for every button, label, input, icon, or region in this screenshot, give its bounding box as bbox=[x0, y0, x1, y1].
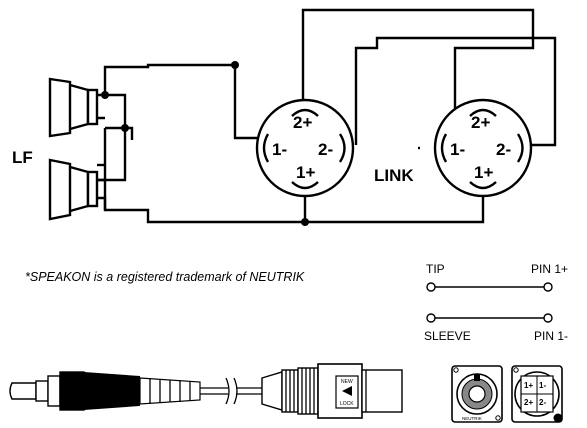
lock-arrow-icon bbox=[342, 386, 352, 396]
pin-label: 1- bbox=[272, 140, 287, 159]
lf-label: LF bbox=[12, 148, 33, 167]
tip-sleeve-legend: TIP PIN 1+ SLEEVE PIN 1- bbox=[424, 262, 568, 343]
lf-speakers: LF bbox=[12, 77, 107, 221]
junction-dot bbox=[301, 218, 309, 226]
pin-label: 1+ bbox=[296, 163, 315, 182]
speakon-plug-icon: NEW LOCK bbox=[261, 363, 403, 419]
pin-label: 2- bbox=[496, 140, 511, 159]
panel-pin-label: 2- bbox=[539, 398, 546, 407]
plug-text: NEW bbox=[341, 379, 353, 385]
speaker-cone-icon bbox=[48, 158, 72, 221]
wire-conn1-right-to-conn2-top bbox=[354, 36, 557, 147]
pin-label: 2+ bbox=[471, 113, 490, 132]
phone-plug-icon bbox=[9, 371, 201, 411]
junction-dot bbox=[231, 61, 239, 69]
wire-conn1-top-to-conn2-left bbox=[301, 8, 535, 130]
speakon-panel-jack-icon: NEUTRIK bbox=[451, 365, 503, 423]
junction-dot bbox=[121, 124, 129, 132]
legend-tip-label: TIP bbox=[426, 262, 445, 276]
wire-speaker-link-a bbox=[97, 93, 127, 182]
speaker-cone-icon bbox=[48, 77, 72, 138]
panel-pin-label: 2+ bbox=[524, 398, 533, 407]
trademark-note: *SPEAKON is a registered trademark of NE… bbox=[25, 270, 305, 284]
wire-speaker-link-b bbox=[105, 126, 134, 140]
legend-sleeve-label: SLEEVE bbox=[424, 329, 471, 343]
pin-label: 2+ bbox=[293, 113, 312, 132]
speaker-magnet-icon bbox=[86, 170, 99, 208]
legend-pin-pos-label: PIN 1+ bbox=[531, 262, 568, 276]
pin-label: 1+ bbox=[474, 163, 493, 182]
speakon-connector-2: 2+ 1- 2- 1+ bbox=[433, 98, 533, 198]
pin-label: 1- bbox=[450, 140, 465, 159]
wire-pos-top bbox=[103, 63, 258, 140]
wire-bottom-return bbox=[103, 128, 485, 224]
panel-pin-label: 1+ bbox=[524, 381, 533, 390]
link-label: LINK bbox=[374, 166, 414, 185]
legend-pin-neg-label: PIN 1- bbox=[534, 329, 568, 343]
cable-illustration: NEW LOCK NEUTRIK 1+ 1- 2+ 2- bbox=[9, 363, 563, 423]
wiring bbox=[97, 8, 557, 226]
plug-text: LOCK bbox=[340, 401, 354, 407]
panel-pin-label: 1- bbox=[539, 381, 546, 390]
speakon-panel-rear-icon: 1+ 1- 2+ 2- bbox=[511, 365, 563, 423]
panel-brand-text: NEUTRIK bbox=[462, 416, 482, 421]
pin-label: 2- bbox=[318, 140, 333, 159]
speaker-magnet-icon bbox=[86, 88, 99, 126]
speakon-connector-1: 2+ 1- 2- 1+ bbox=[255, 98, 355, 198]
